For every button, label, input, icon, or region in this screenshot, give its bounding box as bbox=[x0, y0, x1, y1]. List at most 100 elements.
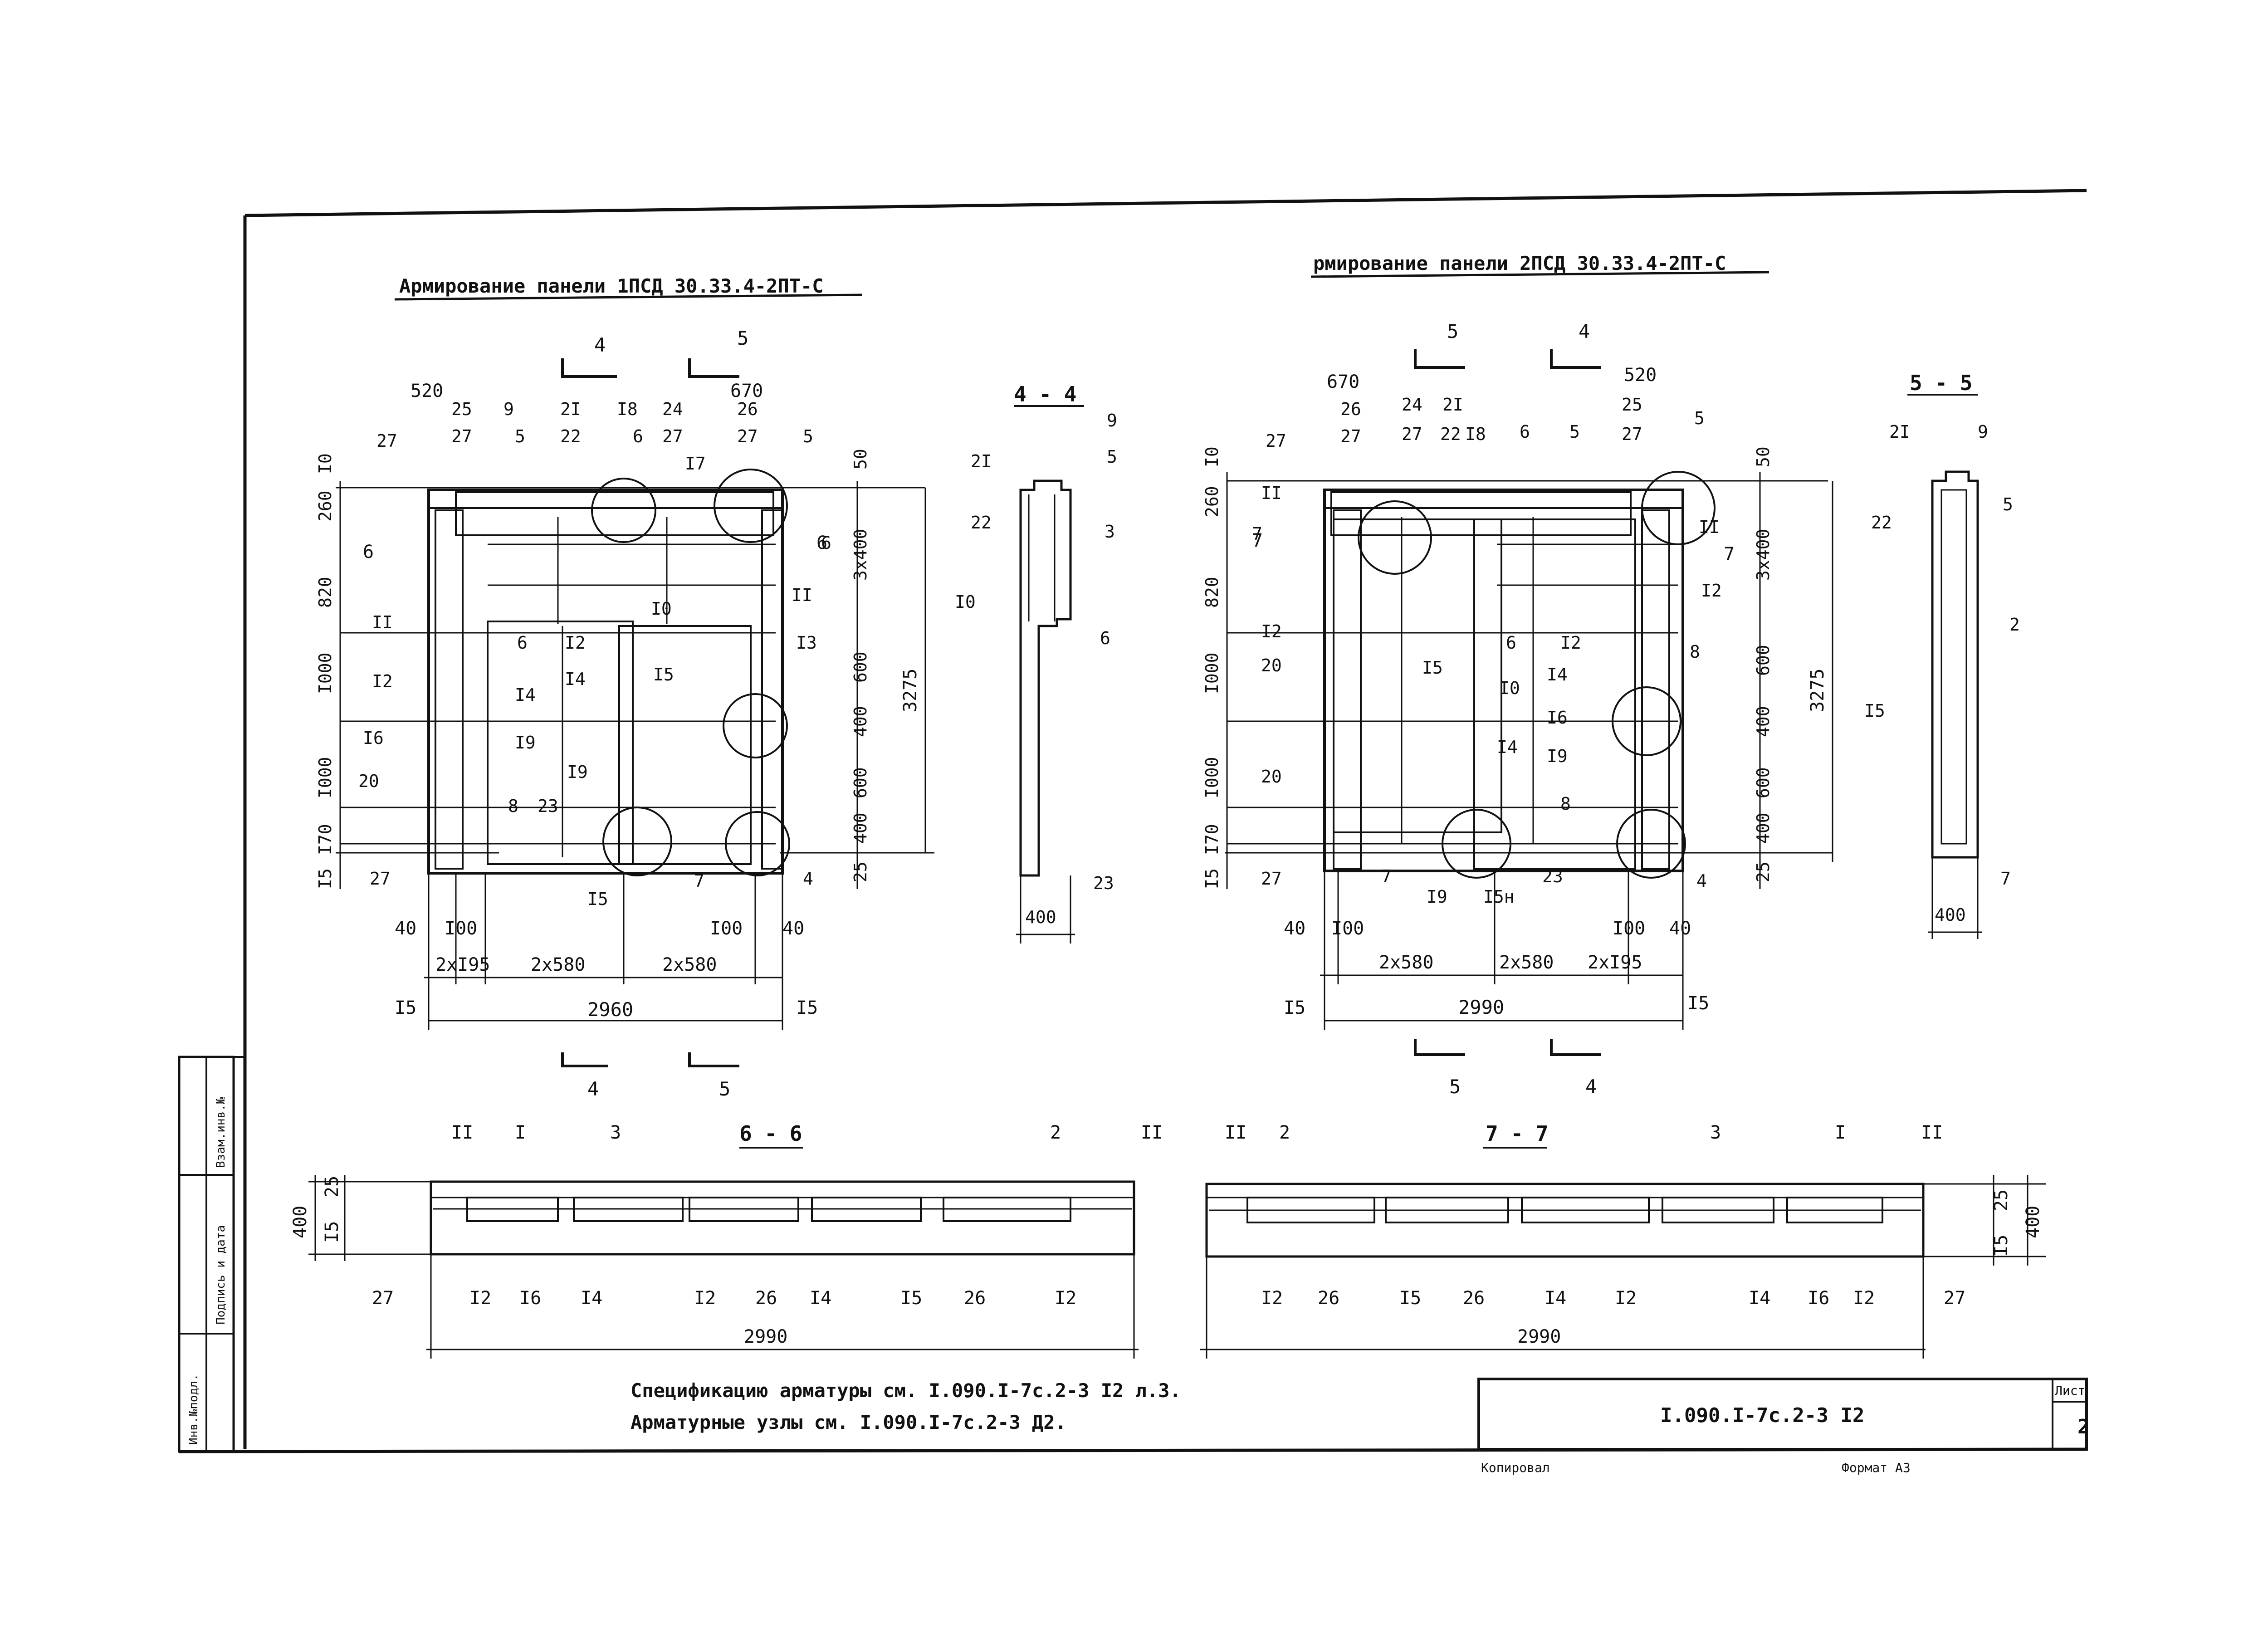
label: 8 bbox=[1560, 794, 1571, 814]
label: I bbox=[515, 1122, 526, 1143]
label: 22 bbox=[1440, 424, 1461, 444]
label: 5 bbox=[1694, 408, 1705, 428]
label: 2I bbox=[560, 399, 581, 419]
cut-5-top: 5 bbox=[1447, 320, 1458, 342]
section-4-4-labels: 2I 9 5 22 3 I0 6 23 400 bbox=[955, 411, 1117, 927]
label: 27 bbox=[1261, 869, 1282, 889]
label: 24 bbox=[662, 399, 683, 419]
titles: Армирование панели 1ПСД 30.33.4-2ПТ-С рм… bbox=[399, 252, 1972, 1146]
label: I2 bbox=[469, 1288, 491, 1309]
label: 26 bbox=[1463, 1288, 1485, 1309]
label: I4 bbox=[810, 1288, 831, 1309]
dim-right-1: 50 bbox=[1753, 446, 1773, 467]
label: 5 bbox=[515, 426, 525, 446]
cut-5-top: 5 bbox=[737, 327, 748, 349]
label: I2 bbox=[1261, 621, 1282, 641]
label: II bbox=[1699, 517, 1720, 537]
label: 7 bbox=[694, 871, 704, 891]
label: 6 bbox=[821, 533, 831, 553]
panel-2-labels: 27 26 27 24 27 2I 22 I8 6 5 25 27 5 II I… bbox=[1252, 395, 1722, 907]
label: 22 bbox=[560, 426, 581, 446]
dim-bottom-small-1: 40 bbox=[1284, 918, 1305, 939]
label: 23 bbox=[1542, 866, 1563, 886]
label: 26 bbox=[1318, 1288, 1339, 1309]
dim-left-2: 260 bbox=[315, 490, 335, 522]
panel-1-dimensions: I0 260 820 I000 I000 I70 I5 520 670 50 3… bbox=[315, 327, 921, 1100]
dim-left-5: I000 bbox=[1202, 757, 1222, 798]
label: I7 bbox=[685, 454, 706, 474]
label: I5 bbox=[1422, 658, 1443, 678]
label: 27 bbox=[662, 426, 683, 446]
sheet-number: 2 bbox=[2077, 1415, 2090, 1438]
section-6-6 bbox=[308, 1147, 1139, 1359]
label: I9 bbox=[567, 762, 588, 782]
label: 25 bbox=[1622, 395, 1642, 415]
dim-overall-width: 2990 bbox=[1517, 1326, 1561, 1347]
label: I4 bbox=[1749, 1288, 1770, 1309]
label: 23 bbox=[1093, 873, 1114, 893]
label: I2 bbox=[1615, 1288, 1637, 1309]
section-6-6-labels: II I 3 2 II 27 I2 I6 I4 I2 26 I4 I5 26 I… bbox=[290, 1122, 1163, 1347]
document-code: I.090.I-7с.2-3 I2 bbox=[1660, 1404, 1864, 1427]
dim-bottom-3: 2x580 bbox=[662, 954, 717, 975]
dim-left-1: I0 bbox=[315, 453, 335, 474]
label: I4 bbox=[581, 1288, 602, 1309]
section-5-5-labels: 2I 9 22 5 2 I5 7 400 bbox=[1864, 422, 2020, 925]
label: 7 bbox=[2000, 869, 2011, 889]
label: I4 bbox=[1497, 737, 1518, 757]
dim-edge-1: I5 bbox=[1284, 997, 1305, 1018]
label: 20 bbox=[1261, 655, 1282, 675]
note-nodes: Арматурные узлы см. I.090.I-7с.2-3 Д2. bbox=[631, 1411, 1066, 1433]
label: 27 bbox=[1266, 431, 1286, 451]
label: 27 bbox=[1622, 424, 1642, 444]
label: 26 bbox=[755, 1288, 777, 1309]
dim-left-4: I000 bbox=[315, 652, 335, 694]
label: I2 bbox=[694, 1288, 716, 1309]
label: 5 bbox=[1569, 422, 1580, 442]
label: 6 bbox=[1506, 633, 1516, 653]
label: I9 bbox=[1547, 746, 1568, 766]
dim-right-3: 600 bbox=[850, 651, 870, 683]
panel-2-title: рмирование панели 2ПСД 30.33.4-2ПТ-С bbox=[1313, 252, 1726, 274]
panel-1-labels: 27 25 27 9 5 2I 22 I8 24 27 6 26 27 5 I7… bbox=[358, 399, 831, 909]
label: I2 bbox=[1701, 581, 1722, 601]
cut-4-bottom: 4 bbox=[1585, 1076, 1597, 1098]
cut-5-bottom: 5 bbox=[719, 1078, 730, 1100]
label: 20 bbox=[1261, 767, 1282, 787]
label: 27 bbox=[451, 426, 472, 446]
cut-4-top: 4 bbox=[1579, 320, 1590, 342]
label: II bbox=[1921, 1122, 1943, 1143]
label: 6 bbox=[517, 633, 528, 653]
label: 3 bbox=[1710, 1122, 1721, 1143]
label: 3 bbox=[1105, 522, 1115, 542]
label: I6 bbox=[1547, 708, 1568, 728]
dim-left-5: I000 bbox=[315, 757, 335, 798]
label: I6 bbox=[519, 1288, 541, 1309]
dim-top-1: 670 bbox=[1327, 372, 1359, 392]
sheet-label: Лист bbox=[2055, 1383, 2085, 1398]
label: 6 bbox=[633, 426, 643, 446]
label: 5 bbox=[2003, 494, 2013, 514]
label: I5 bbox=[587, 889, 608, 909]
title-block: I.090.I-7с.2-3 I2 Лист 2 bbox=[1660, 1383, 2090, 1438]
cut-4-top: 4 bbox=[594, 334, 606, 356]
dim-right-7: 25 bbox=[850, 861, 870, 882]
label: 27 bbox=[1402, 424, 1422, 444]
label: I4 bbox=[515, 685, 536, 705]
label: 26 bbox=[737, 399, 758, 419]
label: I5 bbox=[1399, 1288, 1421, 1309]
panel-1-drawing bbox=[336, 293, 934, 1067]
label: I4 bbox=[565, 669, 586, 689]
label: I3 bbox=[796, 633, 817, 653]
cut-7-right: 7 bbox=[1724, 544, 1735, 565]
label: 4 bbox=[803, 869, 813, 889]
dim-top-2: 670 bbox=[730, 381, 763, 401]
label: 23 bbox=[538, 796, 558, 816]
label: 6 bbox=[1520, 422, 1530, 442]
sheet-frame bbox=[178, 189, 2088, 1453]
label: II bbox=[372, 612, 393, 632]
label: 2 bbox=[1279, 1122, 1290, 1143]
dim-right-6: 400 bbox=[850, 812, 870, 844]
dim-top-2: 520 bbox=[1624, 365, 1657, 386]
